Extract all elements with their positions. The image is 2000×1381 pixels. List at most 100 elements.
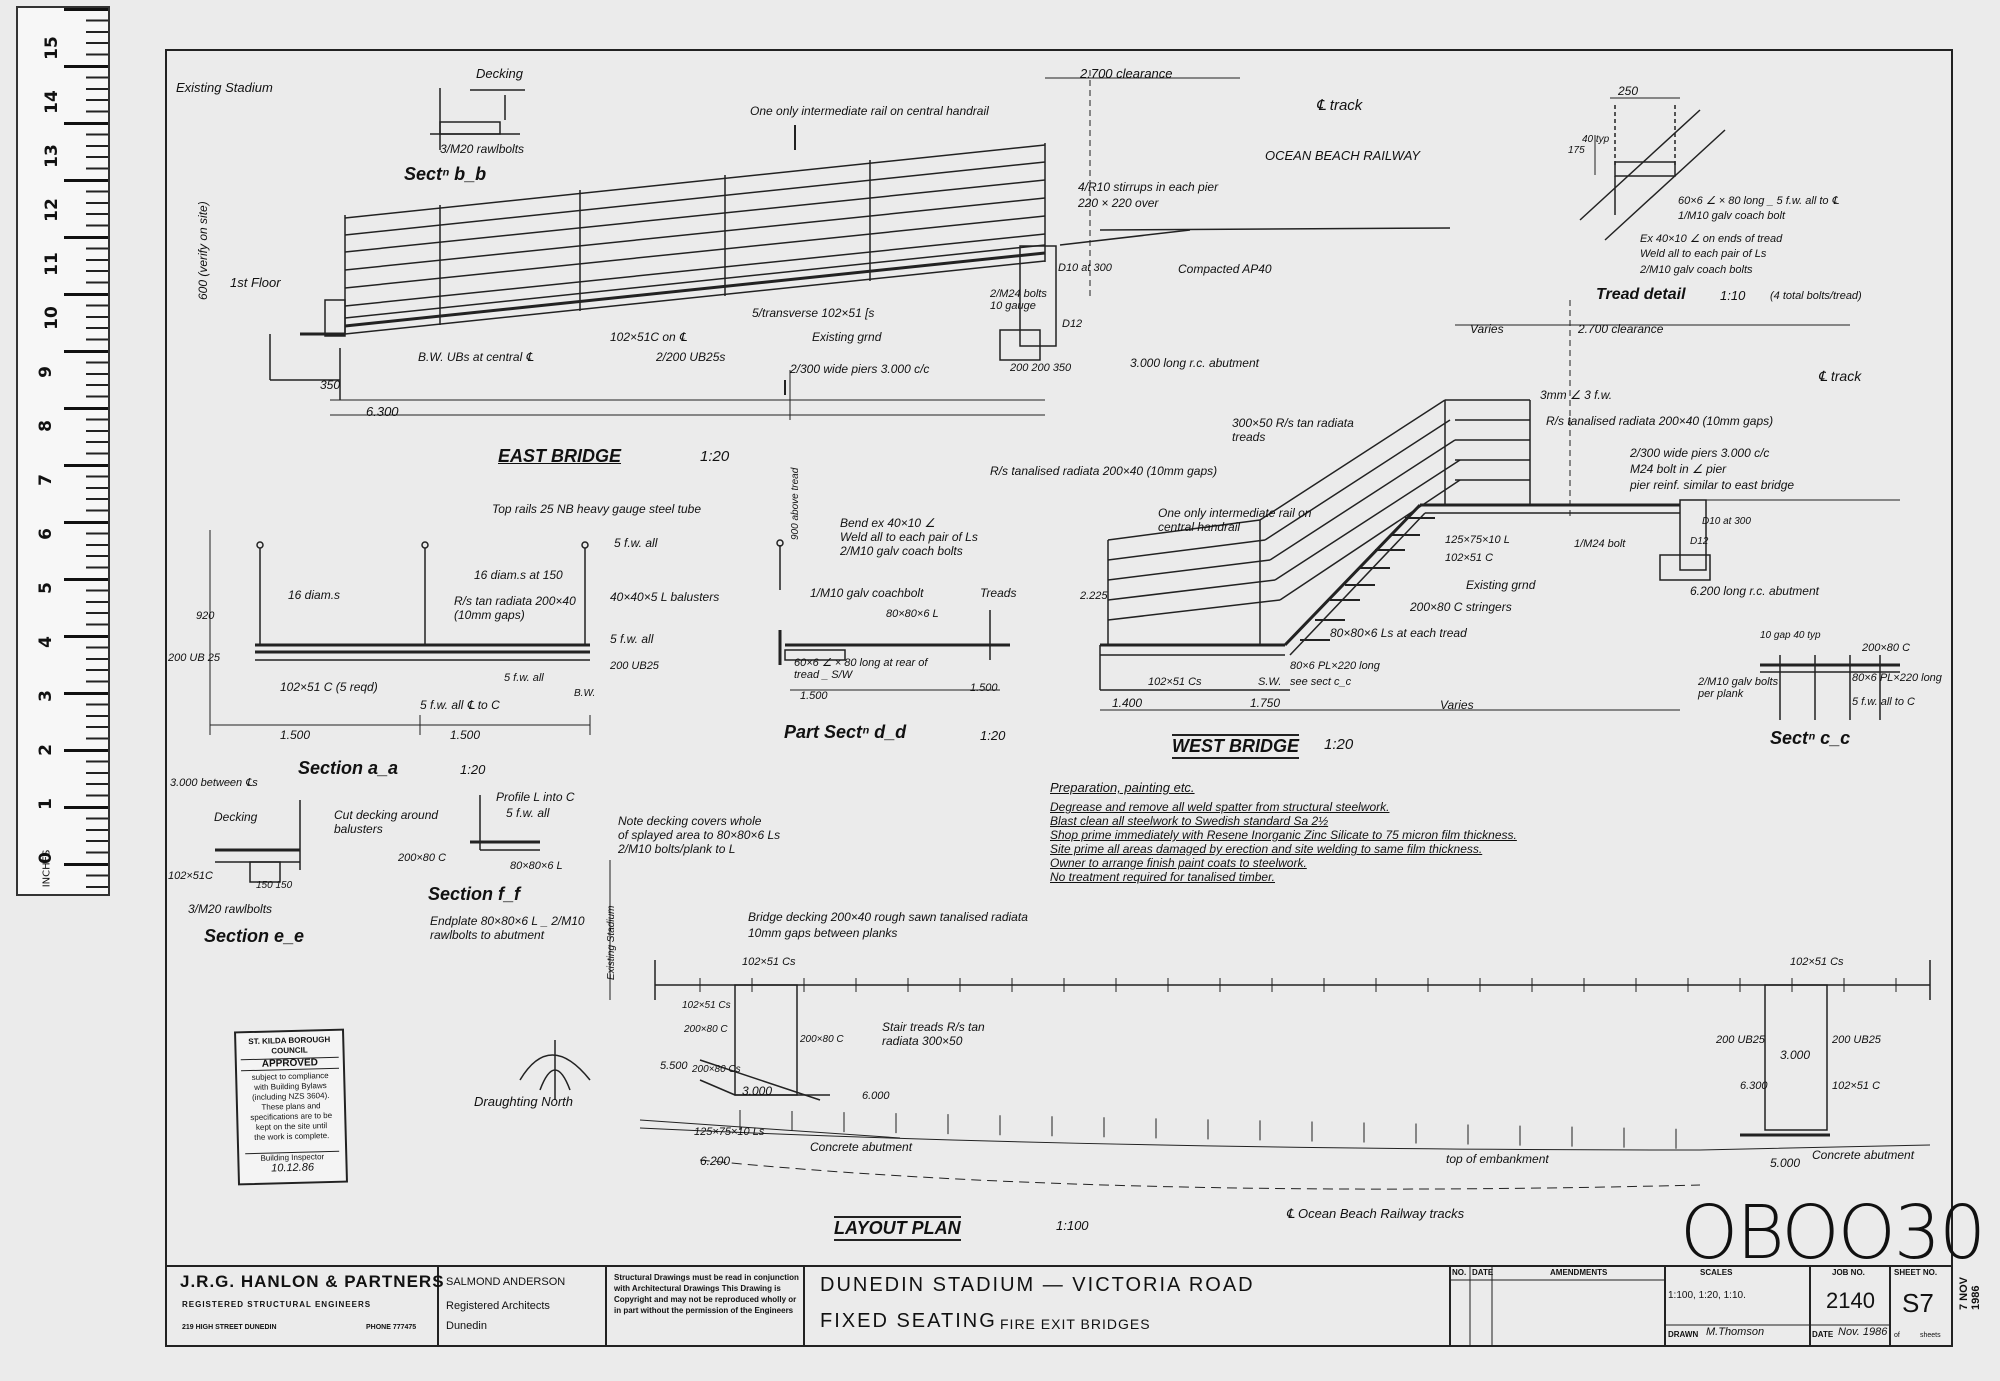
tread-ends: Ex 40×10 ∠ on ends of tread (1640, 233, 1783, 245)
east-bridge-title: EAST BRIDGE (498, 446, 622, 466)
drawn-value: M.Thomson (1706, 1326, 1765, 1338)
west-existing: Existing grnd (1466, 578, 1536, 592)
sheet-no-label: SHEET NO. (1894, 1268, 1938, 1277)
label-transverse: 5/transverse 102×51 [s (752, 306, 875, 320)
date-value: Nov. 1986 (1838, 1326, 1888, 1338)
plan-stair: Stair treads R/s tan (882, 1020, 985, 1034)
east-bridge-elevation (269, 70, 1451, 420)
tread-bolt: 1/M10 galv coach bolt (1678, 210, 1786, 222)
label-first-floor: 1st Floor (230, 275, 281, 290)
aa-above-tread: 900 above tread (790, 467, 801, 540)
dd-dim-1500b: 1.500 (970, 682, 998, 694)
west-c125: 125×75×10 L (1445, 534, 1510, 546)
ff-endplate: Endplate 80×80×6 L _ 2/M10 (430, 914, 585, 928)
date-label: DATE (1812, 1330, 1834, 1339)
painting-line: Shop prime immediately with Resene Inorg… (1050, 828, 1517, 842)
subject-sub: FIRE EXIT BRIDGES (1000, 1316, 1151, 1332)
ruler-major-ticks (18, 8, 108, 894)
west-dim-1750: 1.750 (1250, 696, 1281, 710)
label-dim-6300: 6.300 (366, 404, 399, 419)
architect-city: Dunedin (446, 1320, 487, 1332)
aa-top-rails: Top rails 25 NB heavy gauge steel tube (492, 502, 702, 516)
architect-sub: Registered Architects (446, 1300, 550, 1312)
label-existing-stadium: Existing Stadium (176, 80, 273, 95)
ff-c: 200×80 C (398, 852, 447, 864)
plan-c200: 200×80 Cs (692, 1064, 741, 1075)
label-pier-size: 220 × 220 over (1078, 196, 1159, 210)
section-bb-title: Sectⁿ b_b (404, 164, 487, 184)
ee-c: 102×51C (168, 870, 213, 882)
aa-ub: 200 UB 25 (168, 652, 220, 664)
label-clearance: 2.700 clearance (1080, 66, 1173, 81)
side-date-stamp: 7 NOV 1986 (1958, 1276, 1982, 1310)
tread-detail-drawing (1579, 97, 1726, 241)
label-d12-east: D12 (1062, 318, 1083, 330)
ee-cut: Cut decking around balusters (334, 808, 439, 836)
cc-pl: 80×6 PL×220 long (1852, 672, 1942, 684)
scales-value: 1:100, 1:20, 1:10. (1668, 1290, 1746, 1301)
west-dim-1400: 1.400 (1112, 696, 1143, 710)
dd-plate: 60×6 ∠ × 80 long at rear of tread _ S/W (794, 657, 928, 681)
label-stirrups: 4/R10 stirrups in each pier (1078, 180, 1219, 194)
amend-date-label: DATE (1472, 1268, 1494, 1277)
aa-fw3: 5 f.w. all (504, 672, 544, 684)
plan-dim-5500: 5.500 (660, 1060, 688, 1072)
decking-note-line: Note decking covers whole (618, 814, 762, 828)
west-stringers: 200×80 C stringers (1410, 600, 1512, 614)
west-bridge-elevation (1099, 300, 1900, 711)
tread-dim-175: 175 (1568, 145, 1585, 156)
label-bw-ubs: B.W. UBs at central ℄ (418, 350, 534, 364)
amendments-label: AMENDMENTS (1550, 1268, 1608, 1277)
plan-tracks: ℄ Ocean Beach Railway tracks (1286, 1206, 1465, 1221)
label-railway: OCEAN BEACH RAILWAY (1265, 148, 1421, 163)
section-bb-detail (430, 88, 525, 150)
label-d10-east: D10 at 300 (1058, 262, 1112, 274)
section-ff-title: Section f_f (428, 884, 521, 904)
drawn-label: DRAWN (1668, 1330, 1699, 1339)
amend-no-label: NO. (1452, 1268, 1467, 1277)
label-bolts: 2/M24 bolts 10 gauge (990, 288, 1047, 312)
aa-fw: 5 f.w. all (614, 536, 658, 550)
project-title: DUNEDIN STADIUM — VICTORIA ROAD (820, 1274, 1255, 1296)
tread-coach: 2/M10 galv coach bolts (1640, 264, 1753, 276)
west-d10: D10 at 300 (1702, 516, 1751, 527)
copyright-notice: Structural Drawings must be read in conj… (614, 1273, 799, 1315)
west-abutment: 6.200 long r.c. abutment (1690, 584, 1819, 598)
ee-dims: 150 150 (256, 880, 293, 891)
label-existing-grnd: Existing grnd (812, 330, 882, 344)
dd-treads: Treads (980, 586, 1017, 600)
dd-bend: Bend ex 40×10 ∠ (840, 516, 936, 530)
plan-c125: 125×75×10 Ls (694, 1126, 765, 1138)
of-label: of (1894, 1332, 1900, 1339)
west-varies-bottom: Varies (1440, 698, 1474, 712)
firm-sub: REGISTERED STRUCTURAL ENGINEERS (182, 1300, 372, 1309)
label-dim-200-350: 200 200 350 (1010, 362, 1072, 374)
sheet-no-value: S7 (1902, 1288, 1934, 1318)
ff-profile: Profile L into C (496, 790, 575, 804)
firm-name: J.R.G. HANLON & PARTNERS (180, 1272, 445, 1291)
plan-dim-3000b: 3.000 (1780, 1048, 1811, 1062)
west-clearance: 2.700 clearance (1578, 322, 1664, 336)
drawing-number: OBOO30 (1680, 1190, 1986, 1276)
ff-angle: 80×80×6 L (510, 860, 563, 872)
stamp-line: the work is complete. (254, 1131, 330, 1142)
decking-note: Note decking covers whole of splayed are… (618, 814, 780, 856)
part-section-dd-title: Part Sectⁿ d_d (784, 722, 907, 742)
plan-dim-6200: 6.200 (700, 1154, 731, 1168)
firm-phone: PHONE 777475 (366, 1324, 417, 1331)
plan-dim-3000a: 3.000 (742, 1084, 773, 1098)
plan-embankment: top of embankment (1446, 1152, 1549, 1166)
painting-line: No treatment required for tanalised timb… (1050, 870, 1275, 884)
cc-c: 200×80 C (1862, 642, 1911, 654)
layout-plan-scale: 1:100 (1056, 1218, 1089, 1233)
aa-radiata: R/s tan radiata 200×40 (10mm gaps) (454, 594, 576, 622)
aa-fw4: 5 f.w. all ℄ to C (420, 698, 500, 712)
dd-coachbolt: 1/M10 galv coachbolt (810, 586, 924, 600)
painting-line: Degrease and remove all weld spatter fro… (1050, 800, 1390, 814)
plan-ub2: 200 UB25 (1832, 1034, 1881, 1046)
west-angles: 80×80×6 Ls at each tread (1330, 626, 1467, 640)
part-section-dd-scale: 1:20 (980, 728, 1006, 743)
tread-weld: Weld all to each pair of Ls (1640, 248, 1767, 260)
ff-rawl: rawlbolts to abutment (430, 928, 545, 942)
